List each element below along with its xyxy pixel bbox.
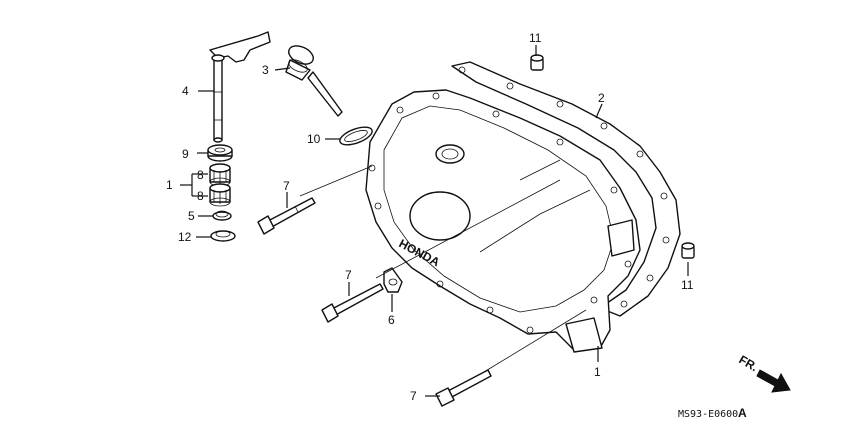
callout-1-left: 1	[166, 178, 173, 192]
drawing-code-text: MS93-E0600	[678, 409, 738, 420]
callout-1-bottom: 1	[594, 365, 601, 379]
drawing-code: MS93-E0600 A	[678, 406, 747, 420]
oil-filler-cap-part	[285, 45, 343, 117]
o-ring-part	[339, 126, 373, 146]
leader-lines	[180, 45, 689, 397]
shaft-part	[209, 31, 271, 143]
callout-11-right: 11	[681, 278, 694, 292]
front-direction-arrow: FR.	[737, 352, 791, 393]
bracket-part	[383, 267, 403, 293]
bolt-part-upper	[257, 197, 316, 235]
callout-3: 3	[262, 63, 269, 77]
callout-8-lower: 8	[197, 189, 204, 203]
callout-9: 9	[182, 147, 189, 161]
callout-12: 12	[178, 230, 192, 244]
dowel-pin-right	[681, 242, 695, 259]
callout-2: 2	[598, 91, 605, 105]
oil-seal-part	[207, 144, 233, 162]
callout-10: 10	[307, 132, 321, 146]
washer-part	[210, 230, 236, 242]
callout-8-upper: 8	[197, 168, 204, 182]
bolt-part-middle	[321, 283, 384, 323]
callout-11-top: 11	[529, 31, 542, 45]
bolt-part-lower	[435, 369, 492, 407]
callout-7-lower: 7	[410, 389, 417, 403]
direction-label: FR.	[737, 352, 761, 374]
needle-bearing-upper	[209, 163, 231, 187]
clip-part	[212, 210, 232, 221]
callout-7-upper: 7	[283, 179, 290, 193]
dowel-pin-top	[530, 54, 544, 71]
gasket-part	[451, 61, 681, 317]
callout-4: 4	[182, 84, 189, 98]
callout-7-middle: 7	[345, 268, 352, 282]
callout-5: 5	[188, 209, 195, 223]
drawing-code-suffix: A	[738, 406, 747, 420]
callout-labels: 4 3 10 9 1 8 8 5 12 7 7 6 7 11 2 11 1	[166, 31, 694, 403]
callout-6: 6	[388, 313, 395, 327]
crankcase-cover-part: HONDA	[365, 89, 641, 353]
needle-bearing-lower	[209, 183, 231, 207]
